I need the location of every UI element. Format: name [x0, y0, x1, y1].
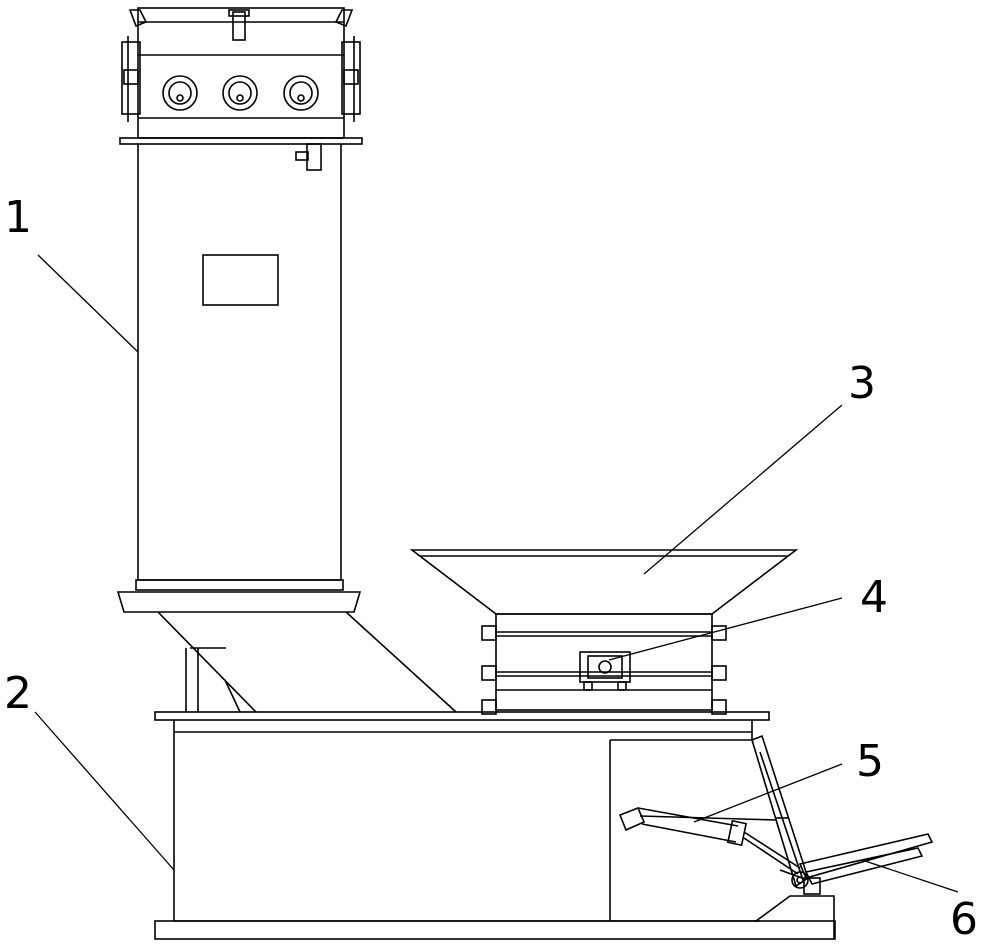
vertical-column	[116, 7, 457, 713]
part-label-1: 1	[4, 192, 32, 243]
leader-lines	[34, 254, 959, 893]
port-circle	[162, 75, 198, 111]
clamp-unit	[579, 651, 631, 691]
base-frame	[154, 711, 836, 940]
part-label-2: 2	[4, 668, 32, 719]
part-label-6: 6	[950, 894, 978, 941]
part-label-3: 3	[848, 358, 876, 409]
feed-hopper	[409, 549, 799, 715]
part-label-4: 4	[860, 572, 888, 623]
port-circle	[283, 75, 319, 111]
discharge-gate	[618, 734, 934, 895]
port-circle	[222, 75, 258, 111]
part-label-5: 5	[856, 736, 884, 787]
